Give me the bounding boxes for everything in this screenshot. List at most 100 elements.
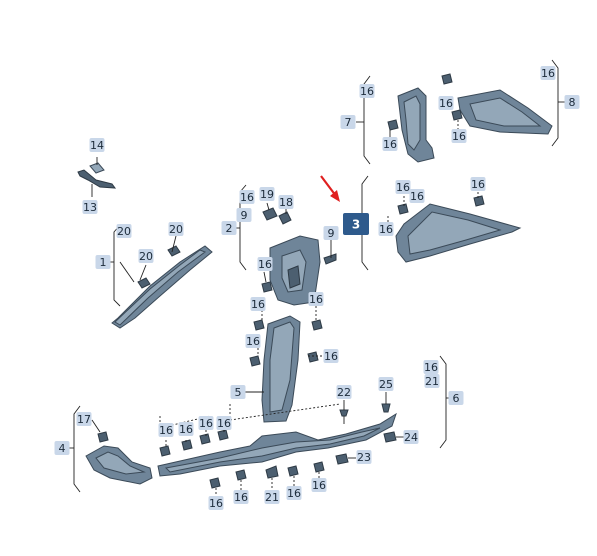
callout-number: 21 — [425, 375, 439, 388]
part-22-screw[interactable] — [339, 400, 349, 424]
callout-number: 24 — [404, 431, 418, 444]
callout-16[interactable]: 16 — [409, 189, 425, 203]
callout-16[interactable]: 16 — [438, 96, 454, 110]
callout-22[interactable]: 22 — [336, 385, 352, 399]
callout-box — [216, 416, 232, 430]
part-8-rear-upper-trim[interactable] — [457, 89, 553, 135]
callout-box — [323, 349, 339, 363]
callout-16[interactable]: 16 — [216, 416, 232, 430]
callout-8[interactable]: 8 — [564, 95, 580, 109]
part-4-front-sill-trim[interactable] — [85, 445, 153, 485]
callout-16[interactable]: 16 — [257, 257, 273, 271]
callout-16[interactable]: 16 — [158, 423, 174, 437]
part-7-c-pillar-trim[interactable] — [397, 87, 435, 163]
callout-6[interactable]: 6 — [448, 391, 464, 405]
callout-number: 6 — [453, 392, 460, 405]
callout-18[interactable]: 18 — [278, 195, 294, 209]
part-3-rear-quarter-trim[interactable] — [395, 203, 522, 263]
callout-16[interactable]: 16 — [323, 349, 339, 363]
callout-17[interactable]: 17 — [76, 412, 92, 426]
callout-4[interactable]: 4 — [54, 441, 70, 455]
callout-13[interactable]: 13 — [82, 200, 98, 214]
callout-box — [54, 441, 70, 455]
callout-box — [438, 96, 454, 110]
callout-24[interactable]: 24 — [403, 430, 419, 444]
part-5-b-pillar-lower-trim[interactable] — [261, 315, 301, 423]
callout-number: 16 — [379, 223, 393, 236]
callout-16[interactable]: 16 — [250, 297, 266, 311]
callout-number: 16 — [179, 423, 193, 436]
callout-box — [336, 385, 352, 399]
callout-20[interactable]: 20 — [116, 224, 132, 238]
callout-16[interactable]: 16 — [286, 486, 302, 500]
callout-16[interactable]: 16 — [239, 190, 255, 204]
callout-box — [448, 391, 464, 405]
callout-16[interactable]: 16 — [233, 490, 249, 504]
callout-16[interactable]: 16 — [359, 84, 375, 98]
callout-box — [257, 257, 273, 271]
callout-16[interactable]: 16 — [378, 222, 394, 236]
callout-3-highlighted[interactable]: 3 — [343, 213, 369, 235]
callout-box — [95, 255, 111, 269]
callout-2[interactable]: 2 — [221, 221, 237, 235]
part-13-bracket[interactable] — [77, 157, 117, 197]
callout-number: 16 — [383, 138, 397, 151]
highlight-arrow — [320, 175, 340, 202]
part-19-clip[interactable] — [262, 202, 278, 221]
callout-16[interactable]: 16 — [540, 66, 556, 80]
callout-16[interactable]: 16 — [208, 496, 224, 510]
callout-box — [356, 450, 372, 464]
callout-9[interactable]: 9 — [236, 208, 252, 222]
callout-16[interactable]: 16 — [245, 334, 261, 348]
callout-number: 14 — [90, 139, 104, 152]
part-25-screw[interactable] — [381, 392, 391, 413]
callout-1[interactable]: 1 — [95, 255, 111, 269]
callout-number: 18 — [279, 196, 293, 209]
callout-box — [343, 213, 369, 235]
callout-23[interactable]: 23 — [356, 450, 372, 464]
callout-20[interactable]: 20 — [168, 222, 184, 236]
callout-16[interactable]: 16 — [382, 137, 398, 151]
callout-21[interactable]: 21 — [264, 490, 280, 504]
callout-21[interactable]: 21 — [424, 374, 440, 388]
callout-box — [198, 416, 214, 430]
part-1-a-pillar-trim[interactable] — [111, 245, 213, 329]
callout-16[interactable]: 16 — [395, 180, 411, 194]
callout-16[interactable]: 16 — [198, 416, 214, 430]
callout-19[interactable]: 19 — [259, 187, 275, 201]
callout-16[interactable]: 16 — [311, 478, 327, 492]
part-23-nut[interactable] — [335, 453, 356, 465]
callout-25[interactable]: 25 — [378, 377, 394, 391]
callout-16[interactable]: 16 — [423, 360, 439, 374]
callout-16[interactable]: 16 — [308, 292, 324, 306]
callout-number: 20 — [117, 225, 131, 238]
callout-number: 19 — [260, 188, 274, 201]
part-24-nut[interactable] — [383, 431, 404, 443]
callout-number: 16 — [424, 361, 438, 374]
callout-9[interactable]: 9 — [323, 226, 339, 240]
callout-box — [208, 496, 224, 510]
callout-number: 9 — [328, 227, 335, 240]
callout-number: 16 — [312, 479, 326, 492]
callout-number: 16 — [258, 258, 272, 271]
callout-box — [221, 221, 237, 235]
callout-box — [423, 360, 439, 374]
callout-box — [340, 115, 356, 129]
callout-20[interactable]: 20 — [138, 249, 154, 263]
callout-number: 13 — [83, 201, 97, 214]
part-2-pillar-upper-trim[interactable] — [269, 235, 337, 306]
callout-number: 8 — [569, 96, 576, 109]
callout-number: 3 — [352, 218, 360, 232]
callout-5[interactable]: 5 — [230, 385, 246, 399]
callout-7[interactable]: 7 — [340, 115, 356, 129]
callout-number: 22 — [337, 386, 351, 399]
callout-box — [239, 190, 255, 204]
callout-16[interactable]: 16 — [451, 129, 467, 143]
callout-16[interactable]: 16 — [178, 422, 194, 436]
callout-16[interactable]: 16 — [470, 177, 486, 191]
part-6-sill-trim[interactable] — [157, 412, 397, 477]
callout-number: 4 — [59, 442, 66, 455]
callout-14[interactable]: 14 — [89, 138, 105, 152]
part-18-clip[interactable] — [278, 207, 292, 225]
